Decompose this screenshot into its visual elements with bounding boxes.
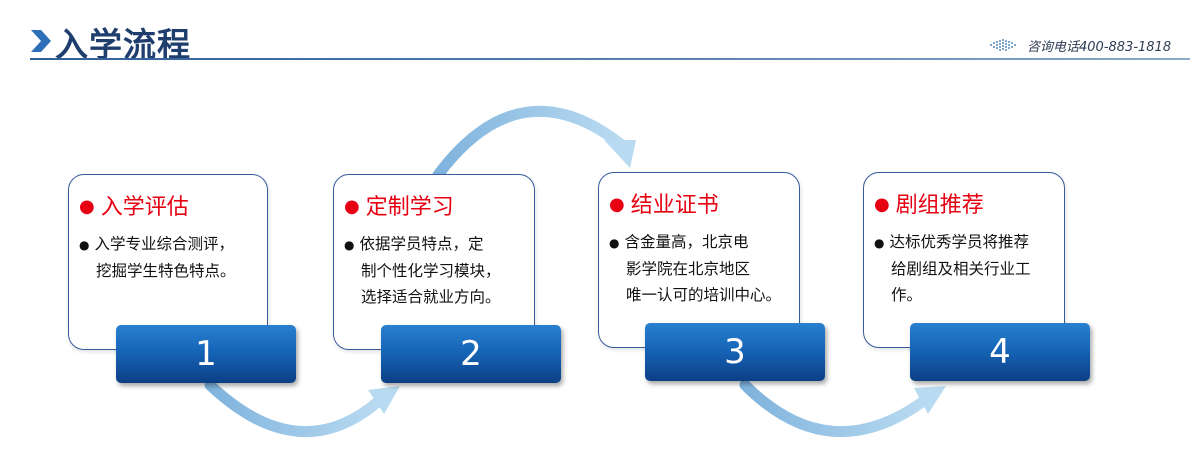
step-card-2: ●定制学习 ●依据学员特点，定 制个性化学习模块， 选择适合就业方向。 (333, 174, 535, 350)
arrow-head-3 (914, 386, 946, 414)
step-number-2: 2 (381, 325, 561, 383)
step-number-4: 4 (910, 323, 1090, 381)
step-desc-line: 选择适合就业方向。 (361, 288, 501, 306)
step-desc-line: ●达标优秀学员将推荐 (874, 233, 1029, 251)
step-number-3: 3 (645, 323, 825, 381)
step-desc-line: 唯一认可的培训中心。 (626, 286, 782, 304)
step-desc-line: ●含金量高，北京电 (609, 233, 749, 251)
step-desc-line: 作。 (891, 286, 923, 304)
step-card-3: ●结业证书 ●含金量高，北京电 影学院在北京地区 唯一认可的培训中心。 (598, 172, 800, 348)
step-desc-4: ●达标优秀学员将推荐 给剧组及相关行业工 作。 (874, 229, 1056, 308)
step-desc-line: 影学院在北京地区 (626, 260, 751, 278)
consult-phone: 咨询电话400-883-1818 (1027, 40, 1172, 55)
step-title-1: ●入学评估 (79, 195, 189, 220)
chevron-right-icon (31, 30, 51, 52)
step-desc-line: 挖掘学生特色特点。 (96, 262, 236, 280)
step-desc-line: 给剧组及相关行业工 (891, 260, 1031, 278)
step-desc-2: ●依据学员特点，定 制个性化学习模块， 选择适合就业方向。 (344, 231, 526, 310)
phone-dots-icon (990, 39, 1016, 51)
step-desc-line: ●依据学员特点，定 (344, 235, 484, 253)
arrow-3-to-4 (739, 379, 931, 438)
step-title-4: ●剧组推荐 (874, 193, 984, 218)
arrow-head-2 (604, 140, 636, 168)
page-title: 入学流程 (55, 25, 191, 64)
header-divider (30, 58, 1190, 60)
step-number-1: 1 (116, 325, 296, 383)
step-card-4: ●剧组推荐 ●达标优秀学员将推荐 给剧组及相关行业工 作。 (863, 172, 1065, 348)
step-title-2: ●定制学习 (344, 195, 454, 220)
step-card-1: ●入学评估 ●入学专业综合测评， 挖掘学生特色特点。 (68, 174, 268, 350)
step-title-3: ●结业证书 (609, 193, 719, 218)
step-desc-3: ●含金量高，北京电 影学院在北京地区 唯一认可的培训中心。 (609, 229, 791, 308)
arrow-2-to-3 (432, 105, 628, 181)
step-desc-line: ●入学专业综合测评， (79, 235, 234, 253)
step-desc-1: ●入学专业综合测评， 挖掘学生特色特点。 (79, 231, 259, 284)
page-header: 入学流程 咨询电话400-883-1818 (0, 0, 1200, 64)
arrow-1-to-2 (204, 379, 386, 438)
step-desc-line: 制个性化学习模块， (361, 262, 501, 280)
arrow-head-1 (368, 386, 400, 414)
